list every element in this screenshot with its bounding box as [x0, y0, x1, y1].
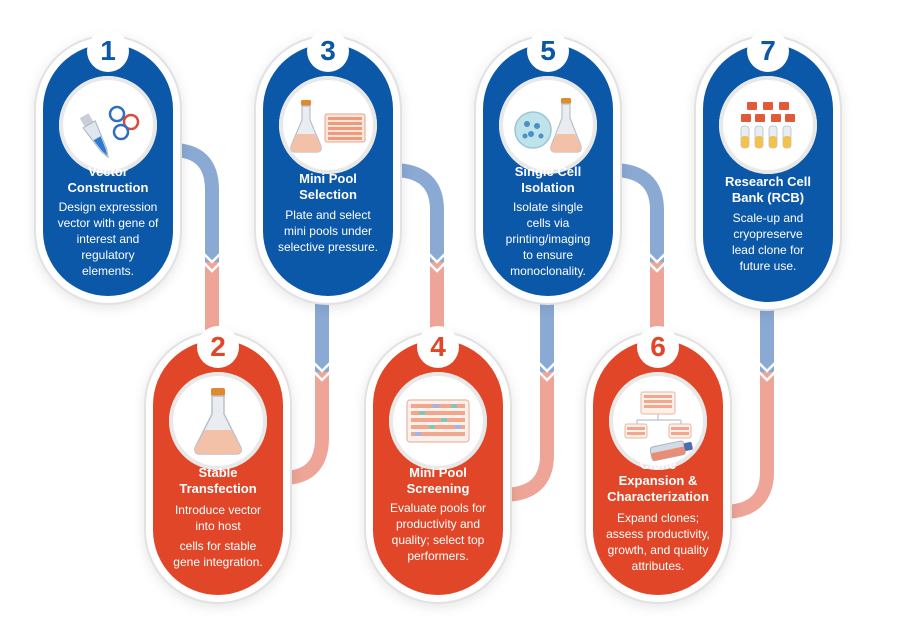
step-7-card: 7 Research Cel — [703, 30, 833, 302]
plates-culture-flask-icon — [609, 372, 707, 470]
pipette-plasmid-icon — [59, 76, 157, 174]
connector-5-6 — [611, 163, 667, 330]
step-title: Mini Pool Selection — [299, 171, 357, 202]
step-description: Isolate single cells via printing/imagin… — [505, 200, 591, 278]
step-number: 5 — [527, 30, 569, 72]
step-6-card: 6 Clone Expansion & Characterization Exp… — [593, 326, 723, 595]
flask-plate-icon — [279, 76, 377, 174]
step-title: Single Cell Isolation — [514, 164, 582, 195]
step-title: Mini Pool Screening — [406, 465, 470, 496]
step-1-card: 1 Vector Construction Design expression … — [43, 30, 173, 296]
step-title: Stable Transfection — [179, 465, 257, 496]
well-plate-icon — [389, 372, 487, 470]
step-number: 4 — [417, 326, 459, 368]
step-title: Vector Construction — [67, 164, 149, 195]
step-4-card: 4 Mini Pool Screening Evaluate pools for… — [373, 326, 503, 595]
step-5-card: 5 Single Cell Isolation Isolate single c… — [483, 30, 613, 296]
cryovials-icon — [719, 76, 817, 174]
step-number: 1 — [87, 30, 129, 72]
step-number: 3 — [307, 30, 349, 72]
step-title: Clone Expansion & Characterization — [607, 457, 709, 504]
step-number: 7 — [747, 30, 789, 72]
step-3-card: 3 Mini Pool Selection Plate and select m… — [263, 30, 393, 296]
petri-flask-icon — [499, 76, 597, 174]
connector-2-3 — [281, 300, 332, 485]
step-number: 6 — [637, 326, 679, 368]
connector-1-2 — [171, 143, 222, 330]
step-2-card: 2 Stable Transfection Introduce vector i… — [153, 326, 283, 595]
step-description: Expand clones; assess productivity, grow… — [606, 511, 710, 573]
step-description: Plate and select mini pools under select… — [277, 208, 379, 254]
step-description: Design expression vector with gene of in… — [57, 200, 159, 278]
step-description: Evaluate pools for productivity and qual… — [389, 501, 487, 563]
step-title: Research Cell Bank (RCB) — [725, 174, 811, 205]
step-description: Introduce vector into host cells for sta… — [173, 503, 263, 569]
connector-4-5 — [501, 300, 557, 502]
step-description: Scale-up and cryopreserve lead clone for… — [731, 211, 805, 273]
connector-3-4 — [391, 163, 447, 330]
flask-icon — [169, 372, 267, 470]
connector-6-7 — [721, 300, 777, 519]
step-number: 2 — [197, 326, 239, 368]
